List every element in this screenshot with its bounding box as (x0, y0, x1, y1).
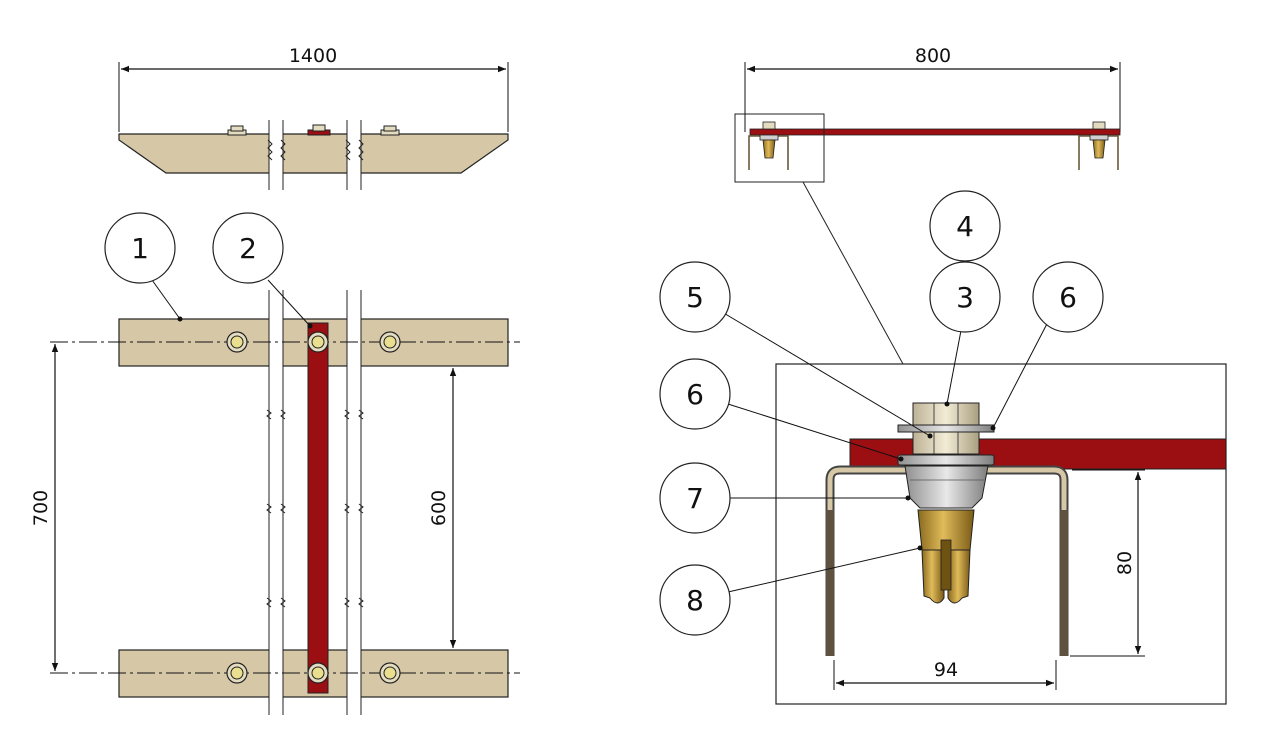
lower-washer (897, 454, 995, 466)
small-bar (749, 128, 1121, 136)
bolt-plan-6 (379, 662, 401, 684)
dimension-detail-width: 94 (934, 659, 958, 681)
svg-text:2: 2 (239, 232, 257, 265)
bolt-head-left (227, 125, 247, 136)
balloon-8: 8 (659, 564, 731, 636)
bolt-plan-3 (379, 331, 401, 353)
balloon-1: 1 (104, 212, 176, 284)
svg-text:7: 7 (686, 482, 704, 515)
balloon-2: 2 (212, 212, 284, 284)
lower-nut (912, 431, 980, 455)
balloon-3: 3 (929, 261, 1001, 333)
insulator-cone (904, 465, 989, 509)
upper-nut (912, 402, 980, 426)
balloon-5: 5 (659, 261, 731, 333)
detail-frame (775, 363, 1227, 705)
sleeper-profile (118, 133, 509, 174)
bolt-plan-5 (307, 662, 329, 684)
bolt-head-right (380, 125, 400, 136)
bolt-plan-1 (226, 331, 248, 353)
svg-text:5: 5 (686, 281, 704, 314)
plan-view: 700 600 (30, 279, 520, 715)
svg-text:8: 8 (686, 584, 704, 617)
side-view-right: 800 (734, 45, 1121, 365)
balloon-4: 4 (929, 190, 1001, 262)
svg-text:1: 1 (131, 232, 149, 265)
balloon-7: 7 (659, 462, 731, 534)
bolt-plan-4 (226, 662, 248, 684)
detail-view: 80 94 (721, 311, 1227, 705)
balloon-6-right: 6 (1032, 261, 1104, 333)
balloon-6-left: 6 (659, 358, 731, 430)
dimension-inner-height: 600 (428, 490, 450, 526)
svg-text:3: 3 (956, 281, 974, 314)
svg-text:4: 4 (956, 210, 974, 243)
brass-clamp (917, 509, 975, 604)
dimension-right-width: 800 (915, 45, 951, 67)
svg-text:6: 6 (1059, 281, 1077, 314)
dimension-detail-height: 80 (1114, 551, 1136, 575)
dimension-left-height: 700 (30, 490, 52, 526)
bolt-head-center (307, 124, 331, 136)
bolt-plan-2 (307, 331, 329, 353)
bond-bar (307, 322, 329, 694)
svg-text:6: 6 (686, 378, 704, 411)
detail-callout-frame (734, 113, 825, 183)
dimension-top-width: 1400 (289, 45, 337, 67)
side-view-left: 1400 (118, 45, 509, 190)
